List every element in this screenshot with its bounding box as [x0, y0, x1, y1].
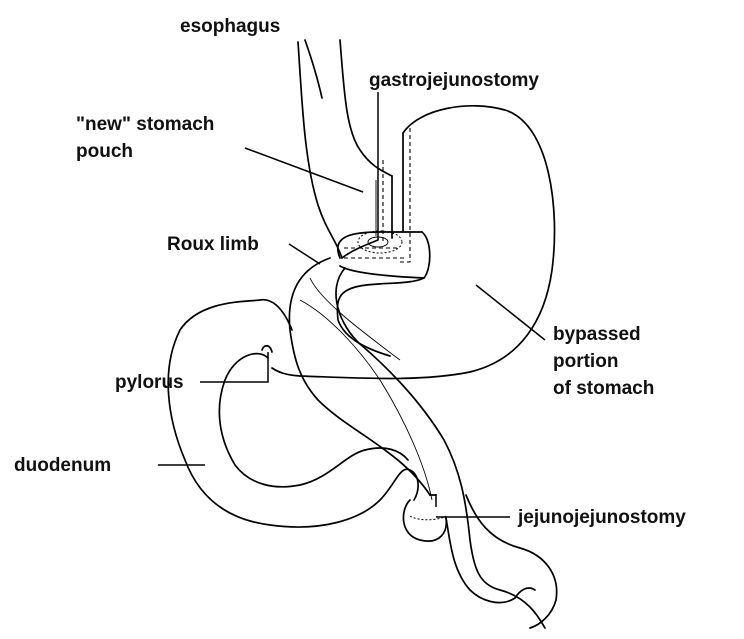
- leader-lines: [158, 92, 545, 517]
- leader-new-pouch: [245, 148, 363, 192]
- new-stomach-pouch: [342, 160, 404, 258]
- label-duodenum: duodenum: [14, 453, 111, 478]
- leader-bypassed: [476, 285, 545, 340]
- bypassed-stomach: [272, 106, 555, 379]
- roux-limb: [289, 258, 545, 628]
- label-roux-limb: Roux limb: [167, 232, 259, 257]
- duodenum-loop: [168, 300, 418, 527]
- leader-roux-limb: [289, 244, 320, 264]
- leader-pylorus: [200, 352, 268, 382]
- label-gastrojejunostomy: gastrojejunostomy: [369, 68, 539, 93]
- label-bypassed-2: portion: [553, 349, 618, 374]
- label-jejunojejunostomy: jejunojejunostomy: [518, 505, 686, 530]
- label-pylorus: pylorus: [115, 370, 184, 395]
- label-new-stomach-pouch-2: pouch: [76, 139, 133, 164]
- label-bypassed-3: of stomach: [553, 376, 654, 401]
- gastrojejunostomy-cap: [338, 232, 430, 278]
- label-bypassed-1: bypassed: [553, 322, 641, 347]
- label-new-stomach-pouch-1: "new" stomach: [76, 112, 214, 137]
- label-esophagus: esophagus: [180, 14, 280, 39]
